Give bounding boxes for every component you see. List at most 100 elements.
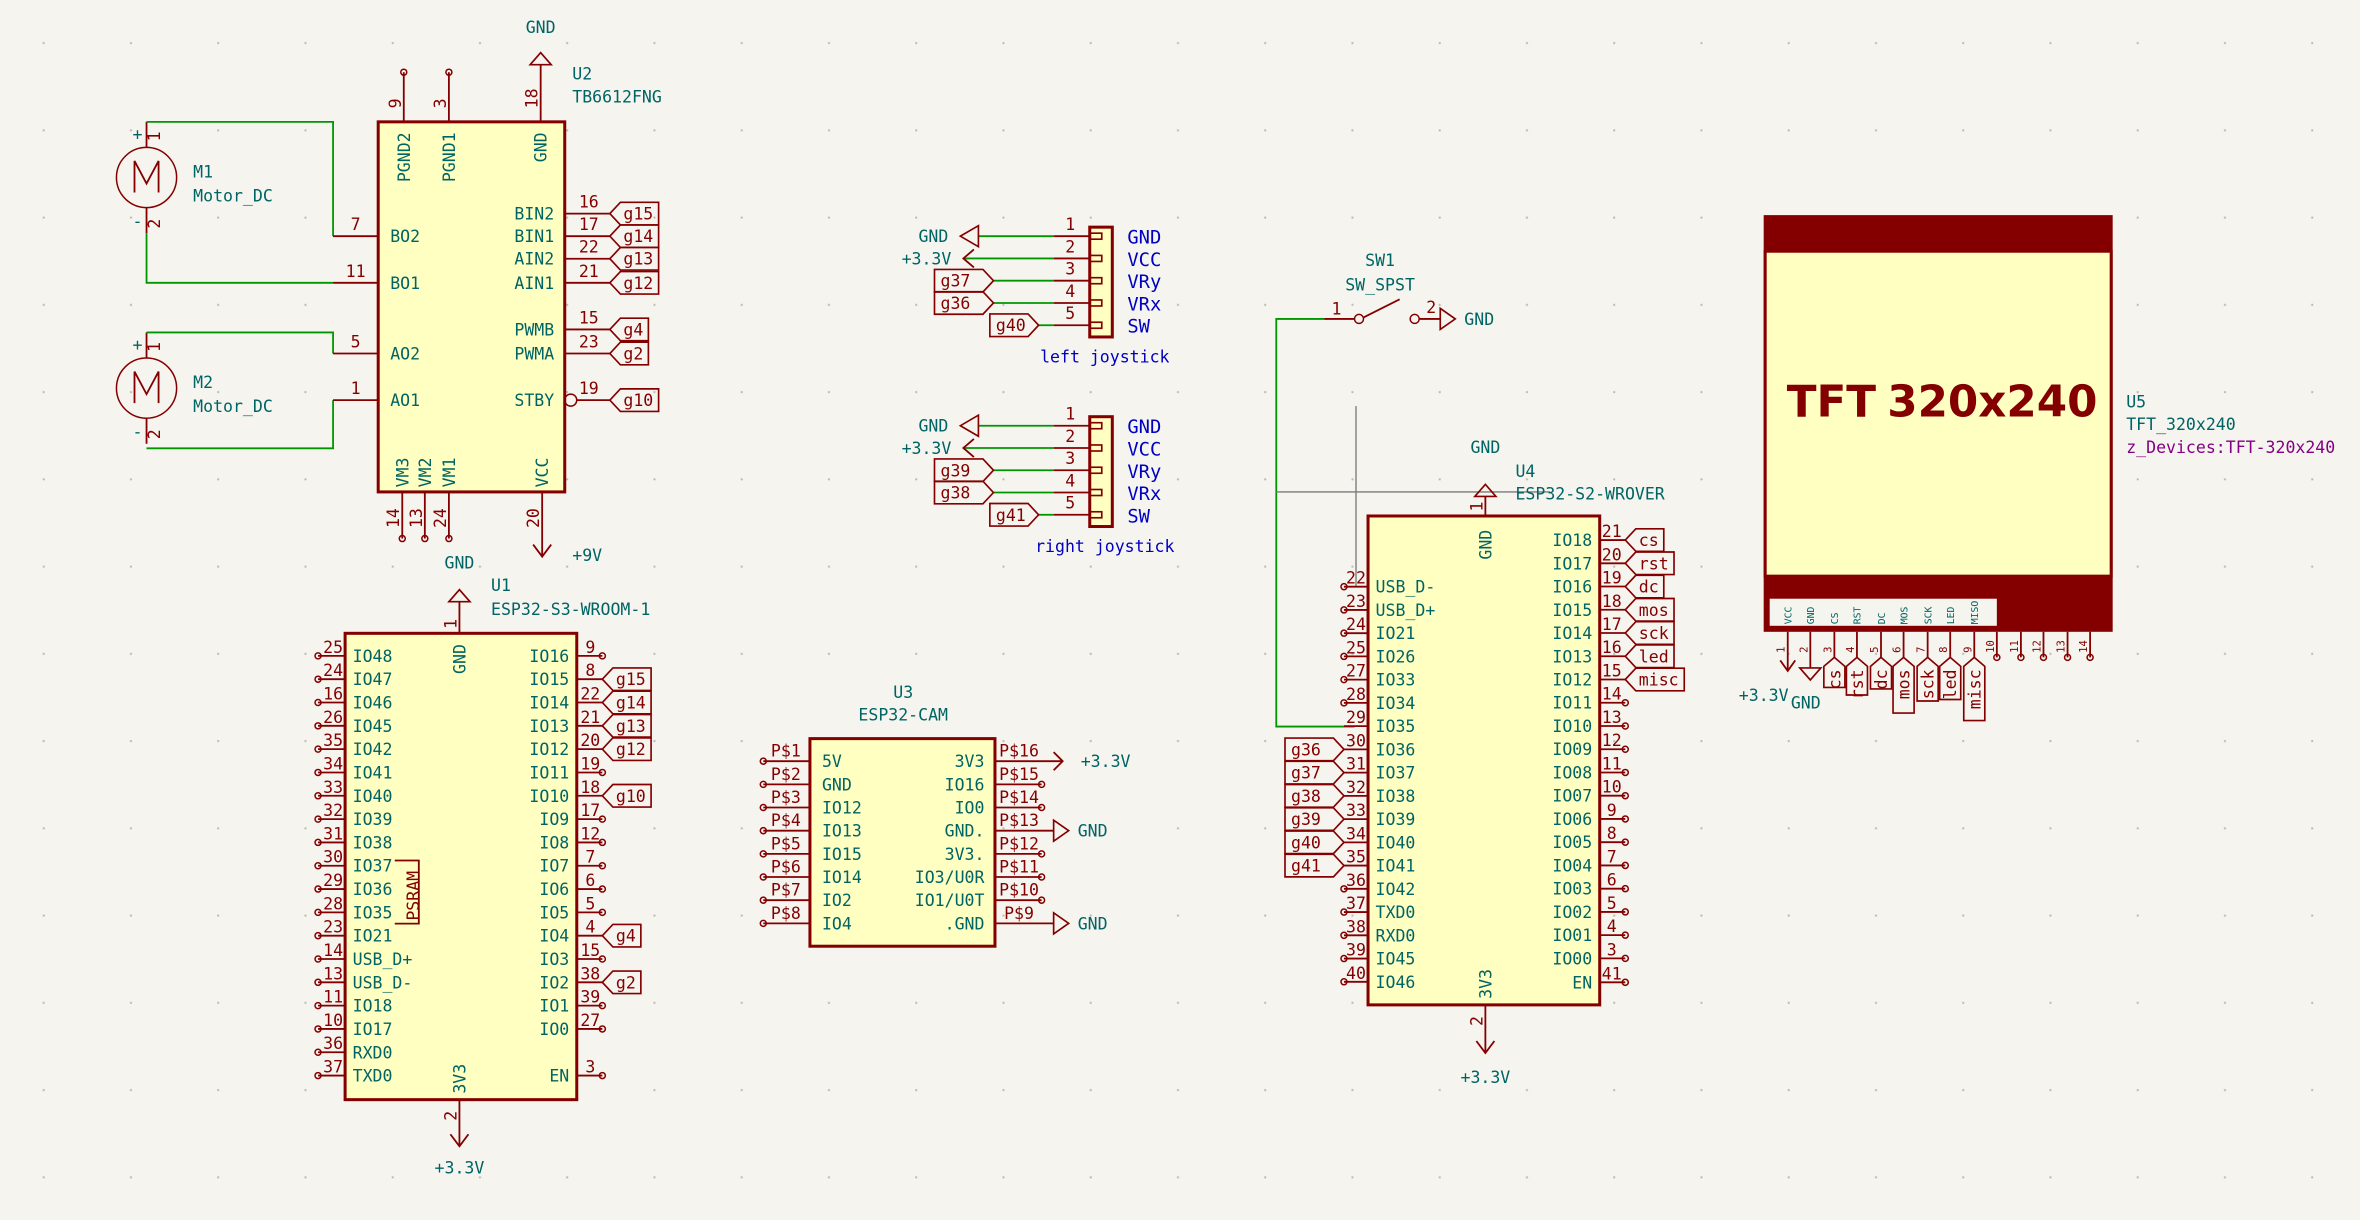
global-label-icon xyxy=(1624,597,1675,622)
pin-number: 9 xyxy=(1962,647,1974,653)
psram-label: PSRAM xyxy=(404,871,423,921)
wire xyxy=(146,120,334,237)
tft-body-text: 320x240 xyxy=(1887,378,2097,428)
unconnected-pin-icon xyxy=(314,885,322,893)
global-label-icon xyxy=(1869,656,1893,690)
global-label: cs xyxy=(1639,531,1659,550)
unconnected-pin-icon xyxy=(314,908,322,917)
power-arrow-icon xyxy=(961,248,975,269)
global-label-icon xyxy=(608,246,660,271)
tft-body-text: TFT xyxy=(1787,378,1877,428)
global-label: g15 xyxy=(623,205,653,224)
pin-name: VM3 xyxy=(393,458,412,488)
pin-name: IO16 xyxy=(945,775,985,794)
unconnected-pin-icon xyxy=(421,534,429,543)
pin-name: IO2 xyxy=(539,973,569,992)
pin-name: USB_D+ xyxy=(1376,601,1436,620)
pin-number: 22 xyxy=(579,238,599,257)
pin-stub-icon xyxy=(1088,510,1103,519)
unconnected-pin-icon xyxy=(759,826,768,835)
pin-number: P$9 xyxy=(1004,904,1034,923)
global-label-icon xyxy=(1845,656,1869,696)
pin-number: P$8 xyxy=(771,904,801,923)
power-arrow-icon xyxy=(961,438,975,458)
pin-number: 16 xyxy=(323,685,343,704)
gnd-symbol-icon xyxy=(528,51,554,66)
unconnected-pin-icon xyxy=(1037,803,1046,812)
esp32-cam-body xyxy=(808,737,997,948)
pin-name: IO0 xyxy=(539,1020,569,1039)
unconnected-pin-icon xyxy=(598,885,607,893)
global-label-icon xyxy=(601,923,642,948)
unconnected-pin-icon xyxy=(314,1025,322,1033)
pin-number: 28 xyxy=(323,894,343,913)
pin-number: 3 xyxy=(585,1058,595,1077)
power-net-label: +9V xyxy=(527,0,557,4)
global-label: g13 xyxy=(616,717,646,736)
tft-pin-name: DC xyxy=(1877,612,1888,624)
pin-name: IO1/U0T xyxy=(915,891,985,910)
pin-number: 22 xyxy=(580,685,600,704)
pin-name: IO38 xyxy=(1376,787,1416,806)
pin-number: 18 xyxy=(580,778,600,797)
pin-number: 20 xyxy=(1602,545,1622,564)
pin-name: IO9 xyxy=(539,810,569,829)
pin-name: IO26 xyxy=(1376,647,1416,666)
pin-name: IO14 xyxy=(822,868,862,887)
unconnected-pin-icon xyxy=(759,803,768,812)
pin-number: 36 xyxy=(323,1034,343,1053)
unconnected-pin-icon xyxy=(759,850,768,858)
pin-number: 8 xyxy=(1938,647,1950,653)
pin-number: 29 xyxy=(323,871,343,890)
reference-designator: U5 xyxy=(2126,393,2146,412)
global-label: led xyxy=(1941,669,1960,699)
pin-number: 26 xyxy=(323,708,343,727)
global-label: g13 xyxy=(623,250,653,269)
pin-function-label: VRx xyxy=(1127,294,1161,315)
pin-number: 25 xyxy=(1346,638,1366,657)
power-net-label: GND xyxy=(1078,914,1108,933)
global-label-icon xyxy=(601,713,652,738)
global-label: g40 xyxy=(1291,833,1321,852)
pin-number: 1 xyxy=(145,342,164,352)
pin-number: 29 xyxy=(1346,708,1366,727)
tft-pin-name: GND xyxy=(1806,607,1817,625)
component-value: ESP32-S2-WROVER xyxy=(1515,484,1664,503)
global-label-icon xyxy=(601,783,652,808)
pin-number: 5 xyxy=(1869,647,1881,653)
gnd-symbol-icon xyxy=(958,413,980,438)
global-label: rst xyxy=(1639,554,1669,573)
unconnected-pin-icon xyxy=(1340,931,1348,940)
pin-name: IO15 xyxy=(529,670,569,689)
reference-designator: U2 xyxy=(572,65,592,84)
pin-number: 3 xyxy=(1607,940,1617,959)
global-label: g38 xyxy=(941,484,971,503)
pin-number: 1 xyxy=(1331,299,1341,318)
unconnected-pin-icon xyxy=(2017,653,2025,662)
component-value: Motor_DC xyxy=(193,397,273,416)
pin-number: 38 xyxy=(580,964,600,983)
pin-number: 5 xyxy=(1607,894,1617,913)
pin-name: RXD0 xyxy=(353,1043,393,1062)
pin-name: IO14 xyxy=(1552,624,1592,643)
pin-number: 20 xyxy=(524,508,543,528)
pin-name: IO09 xyxy=(1552,740,1592,759)
component-value: TB6612FNG xyxy=(572,87,662,106)
pin-name: IO13 xyxy=(822,822,862,841)
unconnected-pin-icon xyxy=(314,745,322,753)
reference-designator: M1 xyxy=(193,163,213,182)
motor-m-glyph-icon xyxy=(133,371,160,404)
pin-number: 1 xyxy=(351,379,361,398)
gnd-symbol-icon xyxy=(1052,911,1071,936)
global-label-icon xyxy=(1284,760,1346,785)
pin-number: 2 xyxy=(441,1111,460,1121)
pin-name: 3V3. xyxy=(945,845,985,864)
pin-name: IO2 xyxy=(822,891,852,910)
pin-name: IO10 xyxy=(529,787,569,806)
polarity-plus: + xyxy=(133,336,143,355)
pin-number: 34 xyxy=(323,754,343,773)
pin-stub-icon xyxy=(1088,232,1103,241)
pin-function-label: VRy xyxy=(1127,272,1161,293)
pin-name: EN xyxy=(1572,973,1592,992)
